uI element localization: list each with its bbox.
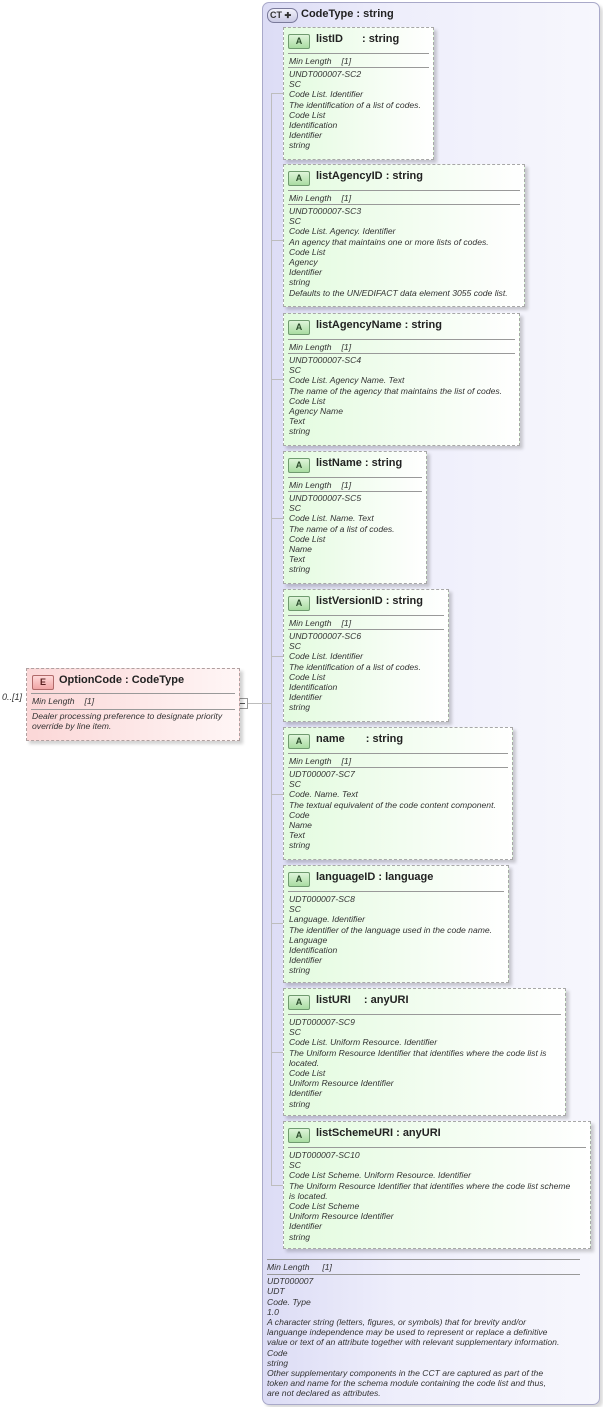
attr-connector bbox=[271, 656, 283, 657]
attribute-header: listURI : anyURI bbox=[316, 994, 409, 1006]
attr-connector bbox=[271, 794, 283, 795]
attribute-badge: A bbox=[288, 872, 310, 887]
complex-type-name: CodeType bbox=[301, 8, 354, 20]
complex-type-header: CodeType : string bbox=[301, 8, 394, 20]
facet-value: [1] bbox=[322, 1262, 332, 1272]
complex-type-badge-text: CT bbox=[270, 10, 282, 20]
attribute-name: listID bbox=[316, 33, 343, 45]
attribute-type: string bbox=[411, 319, 442, 331]
expand-plus-icon: ✚ bbox=[284, 11, 292, 20]
attribute-type: string bbox=[368, 33, 400, 45]
attribute-name: listAgencyName bbox=[316, 319, 402, 331]
attribute-header: listName : string bbox=[316, 457, 403, 469]
attribute-header: listAgencyName : string bbox=[316, 319, 442, 331]
attribute-facet: Min Length[1] bbox=[289, 480, 352, 490]
attribute-facet: Min Length[1] bbox=[289, 56, 352, 66]
attribute-type: string bbox=[372, 733, 404, 745]
attribute-box-listID[interactable]: A listID : string Min Length[1] UNDT0000… bbox=[283, 27, 434, 160]
attribute-type: anyURI bbox=[370, 994, 409, 1006]
attribute-facet: Min Length[1] bbox=[289, 756, 352, 766]
attribute-name: listSchemeURI bbox=[316, 1127, 394, 1139]
attribute-connector-spine bbox=[271, 93, 272, 1185]
attribute-badge: A bbox=[288, 34, 310, 49]
facet-label: Min Length bbox=[267, 1262, 310, 1272]
minus-icon bbox=[240, 703, 245, 704]
attribute-header: listID : string bbox=[316, 33, 400, 45]
attribute-badge: A bbox=[288, 596, 310, 611]
attribute-badge: A bbox=[288, 171, 310, 186]
attribute-box-listName[interactable]: A listName : string Min Length[1] UNDT00… bbox=[283, 451, 427, 584]
attribute-type: language bbox=[385, 871, 434, 883]
attribute-name: listAgencyID bbox=[316, 170, 383, 182]
attribute-facet: Min Length[1] bbox=[289, 342, 352, 352]
attribute-badge: A bbox=[288, 734, 310, 749]
complex-type-facets: Min Length [1] UDT000007 UDT Code. Type … bbox=[267, 1259, 580, 1399]
attribute-type: string bbox=[392, 595, 423, 607]
attribute-badge: A bbox=[288, 320, 310, 335]
attribute-name: listURI bbox=[316, 994, 351, 1006]
attribute-name: name bbox=[316, 733, 345, 745]
attribute-facet: Min Length[1] bbox=[289, 618, 352, 628]
attribute-facet: Min Length[1] bbox=[289, 193, 352, 203]
attr-connector bbox=[271, 93, 283, 94]
attribute-box-name[interactable]: A name : string Min Length[1] UDT000007-… bbox=[283, 727, 513, 860]
attribute-box-listVersionID[interactable]: A listVersionID : string Min Length[1] U… bbox=[283, 589, 449, 722]
element-facet: Min Length[1] bbox=[32, 696, 95, 706]
complex-type-type: string bbox=[363, 8, 394, 20]
attr-connector bbox=[271, 1052, 283, 1053]
element-box[interactable]: E OptionCode : CodeType Min Length[1] De… bbox=[26, 668, 240, 741]
element-connector bbox=[238, 703, 272, 704]
attribute-header: listSchemeURI : anyURI bbox=[316, 1127, 441, 1139]
attribute-badge: A bbox=[288, 995, 310, 1010]
attribute-header: listVersionID : string bbox=[316, 595, 423, 607]
attr-connector bbox=[271, 379, 283, 380]
attribute-badge: A bbox=[288, 458, 310, 473]
complex-type-documentation: UDT000007 UDT Code. Type 1.0 A character… bbox=[267, 1276, 560, 1399]
complex-type-badge: CT ✚ bbox=[267, 8, 298, 23]
attribute-name: listName bbox=[316, 457, 362, 469]
attribute-type: anyURI bbox=[402, 1127, 441, 1139]
element-name: OptionCode bbox=[59, 674, 122, 686]
attr-connector bbox=[271, 1185, 283, 1186]
attribute-header: listAgencyID : string bbox=[316, 170, 423, 182]
attribute-box-listAgencyID[interactable]: A listAgencyID : string Min Length[1] UN… bbox=[283, 164, 525, 307]
attribute-type: string bbox=[371, 457, 403, 469]
attribute-header: name : string bbox=[316, 733, 404, 745]
attr-connector bbox=[271, 240, 283, 241]
attribute-name: languageID bbox=[316, 871, 376, 883]
element-documentation: Dealer processing preference to designat… bbox=[32, 711, 223, 732]
element-header: OptionCode : CodeType bbox=[59, 674, 185, 686]
attribute-header: languageID : language bbox=[316, 871, 434, 883]
attribute-type: string bbox=[392, 170, 423, 182]
attribute-box-listAgencyName[interactable]: A listAgencyName : string Min Length[1] … bbox=[283, 313, 520, 446]
element-cardinality: 0..[1] bbox=[2, 692, 23, 702]
attr-connector bbox=[271, 518, 283, 519]
attr-connector bbox=[271, 923, 283, 924]
attribute-name: listVersionID bbox=[316, 595, 383, 607]
element-type: CodeType bbox=[131, 674, 185, 686]
element-badge: E bbox=[32, 675, 54, 690]
attribute-badge: A bbox=[288, 1128, 310, 1143]
